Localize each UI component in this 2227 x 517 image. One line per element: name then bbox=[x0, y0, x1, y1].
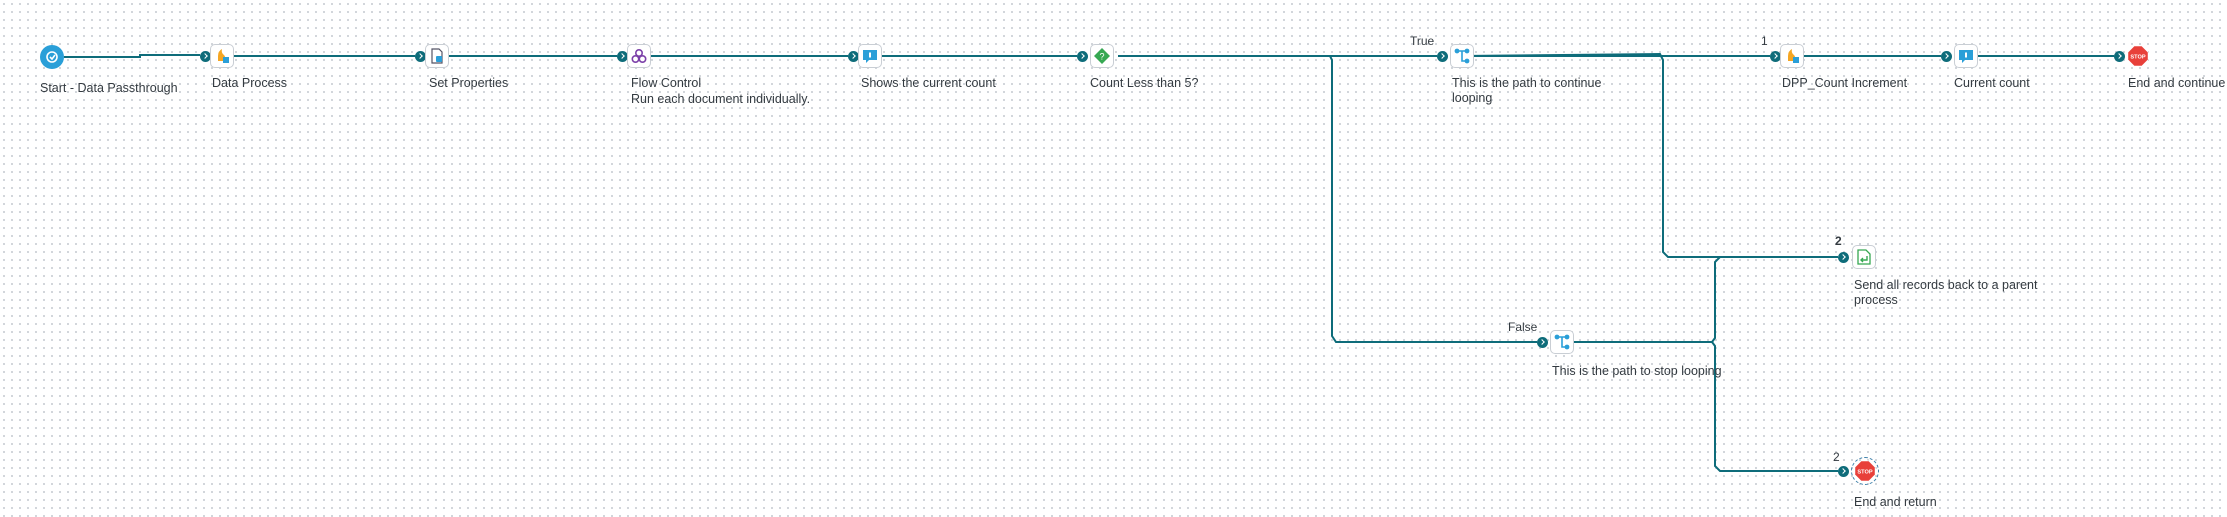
dpp-increment-shape[interactable] bbox=[1780, 44, 1804, 68]
stop-branch-label: This is the path to stop looping bbox=[1552, 364, 1722, 378]
stop-icon: STOP bbox=[2128, 46, 2148, 66]
decision-icon: ? bbox=[1094, 48, 1110, 64]
set-properties-input-port[interactable] bbox=[415, 51, 426, 62]
flow-control-icon bbox=[631, 48, 647, 64]
connector-decision-false bbox=[1118, 55, 1537, 343]
message-shape[interactable] bbox=[858, 44, 882, 68]
flow-control-sublabel: Run each document individually. bbox=[631, 92, 811, 106]
current-count-shape[interactable] bbox=[1954, 44, 1978, 68]
dpp-increment-input-port[interactable] bbox=[1770, 51, 1781, 62]
data-process-icon bbox=[218, 49, 229, 63]
message-input-port[interactable] bbox=[848, 51, 859, 62]
decision-shape[interactable]: ? bbox=[1090, 44, 1114, 68]
data-process-input-port[interactable] bbox=[200, 51, 211, 62]
branch-icon bbox=[1454, 48, 1470, 64]
stop-branch-input-port[interactable] bbox=[1537, 337, 1548, 348]
connector-continue-to-return bbox=[1459, 52, 1838, 258]
flow-control-label: Flow Control bbox=[631, 76, 702, 90]
end-continue-label: End and continue bbox=[2128, 76, 2226, 90]
end-return-input-port[interactable] bbox=[1838, 466, 1849, 477]
return-docs-shape[interactable] bbox=[1852, 245, 1876, 269]
connector-stop-to-return bbox=[1565, 256, 1838, 343]
end-return-badge: 2 bbox=[1833, 450, 1840, 464]
return-docs-input-port[interactable] bbox=[1838, 252, 1849, 263]
end-continue-input-port[interactable] bbox=[2114, 51, 2125, 62]
dpp-increment-label: DPP_Count Increment bbox=[1782, 76, 1908, 90]
start-label: Start - Data Passthrough bbox=[40, 81, 178, 95]
end-return-label: End and return bbox=[1854, 495, 1937, 509]
false-branch-tag: False bbox=[1508, 320, 1538, 334]
message-label: Shows the current count bbox=[861, 76, 996, 90]
svg-text:STOP: STOP bbox=[1857, 469, 1872, 475]
flow-control-shape[interactable] bbox=[627, 44, 651, 68]
current-count-label: Current count bbox=[1954, 76, 2030, 90]
true-branch-tag: True bbox=[1410, 34, 1435, 48]
connector-stop-to-end-return bbox=[1711, 341, 1838, 472]
data-process-shape[interactable] bbox=[210, 44, 234, 68]
stop-icon: STOP bbox=[1855, 461, 1875, 481]
continue-branch-input-port[interactable] bbox=[1437, 51, 1448, 62]
stop-branch-shape[interactable] bbox=[1550, 330, 1574, 354]
message-icon bbox=[863, 50, 877, 63]
end-continue-shape[interactable]: STOP bbox=[2127, 45, 2149, 67]
set-properties-label: Set Properties bbox=[429, 76, 509, 90]
return-docs-label: Send all records back to a parent proces… bbox=[1854, 278, 2038, 307]
data-process-label: Data Process bbox=[212, 76, 288, 90]
svg-text:STOP: STOP bbox=[2130, 54, 2145, 60]
message-icon bbox=[1959, 50, 1973, 63]
continue-branch-label: This is the path to continue looping bbox=[1452, 76, 1602, 105]
return-docs-badge: 2 bbox=[1835, 234, 1842, 248]
svg-text:?: ? bbox=[1099, 52, 1104, 62]
continue-branch-shape[interactable] bbox=[1450, 44, 1474, 68]
decision-label: Count Less than 5? bbox=[1090, 76, 1199, 90]
dpp-increment-badge: 1 bbox=[1761, 34, 1768, 48]
end-return-shape[interactable]: STOP bbox=[1851, 457, 1879, 485]
set-properties-icon bbox=[431, 48, 443, 64]
start-connector-icon bbox=[46, 51, 58, 63]
current-count-input-port[interactable] bbox=[1941, 51, 1952, 62]
set-properties-shape[interactable] bbox=[425, 44, 449, 68]
data-process-icon bbox=[1788, 49, 1799, 63]
branch-icon bbox=[1554, 334, 1570, 350]
start-shape[interactable] bbox=[40, 45, 64, 69]
decision-input-port[interactable] bbox=[1077, 51, 1088, 62]
return-documents-icon bbox=[1857, 249, 1871, 265]
connector-start-to-data-process bbox=[64, 54, 200, 58]
flow-control-input-port[interactable] bbox=[617, 51, 628, 62]
